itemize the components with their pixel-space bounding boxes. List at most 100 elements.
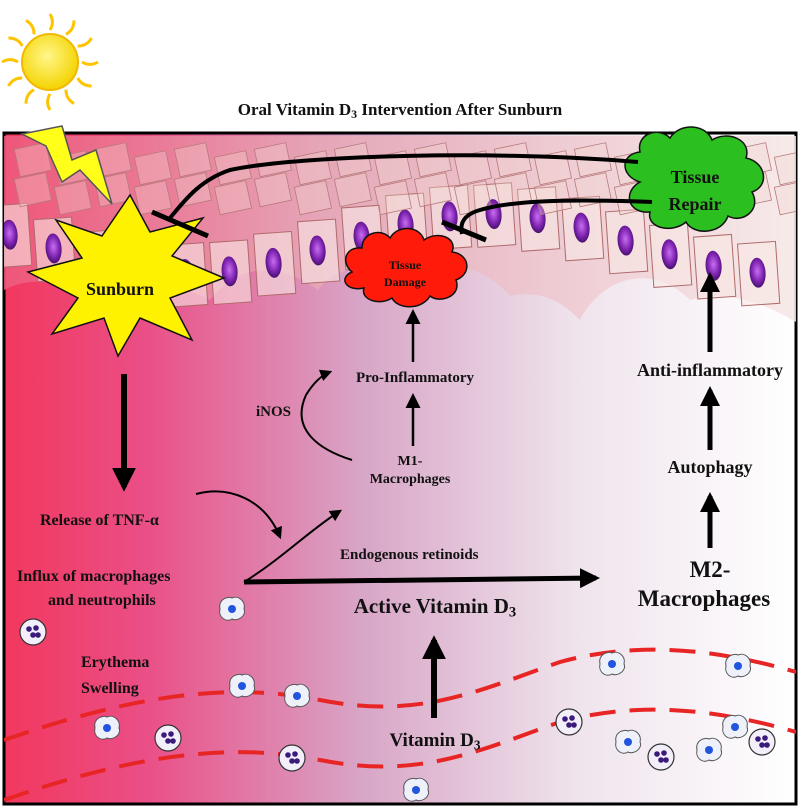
anti-inflammatory-label: Anti-inflammatory — [637, 360, 783, 380]
arrows — [112, 272, 720, 718]
skin-cell-upper — [173, 142, 212, 178]
active-vitamin-text: Active Vitamin D — [353, 594, 509, 618]
tissue-repair-label-1: Tissue — [670, 167, 720, 187]
skin-cell-upper — [533, 180, 572, 216]
skin-cell-upper — [493, 142, 532, 178]
skin-cell-upper — [773, 150, 796, 186]
skin-cell-upper — [13, 142, 52, 178]
macrophage-cell — [725, 653, 752, 678]
macrophage-cell — [599, 651, 626, 676]
skin-cell — [736, 240, 781, 307]
skin-cell-upper — [13, 172, 52, 208]
m1-label-2: Macrophages — [369, 472, 451, 487]
neutrophil-cell — [19, 618, 47, 646]
inhibit-bar-sunburn — [151, 209, 209, 239]
skin-cell-upper — [573, 172, 612, 208]
tissue-repair-cloud — [624, 126, 765, 232]
skin-cell — [604, 208, 649, 275]
macrophage-cell — [94, 715, 121, 740]
lightning-bolt-icon — [19, 125, 113, 205]
skin-cell — [560, 195, 605, 262]
skin-cell-upper — [333, 172, 372, 208]
macrophage-cell — [229, 673, 256, 698]
sun-ray — [25, 19, 36, 35]
sun-ray — [8, 36, 24, 47]
tissue-damage-label-2: Damage — [384, 275, 426, 289]
macrophage-cell — [403, 777, 430, 802]
blood-vessel — [4, 647, 796, 802]
title-rest: Intervention After Sunburn — [357, 100, 563, 119]
swelling-label: Swelling — [81, 680, 139, 697]
sun-ray — [64, 89, 75, 105]
sun-ray — [24, 88, 35, 104]
arrow-m1-to-inos — [300, 369, 353, 461]
neutrophil-cell — [154, 724, 182, 752]
tissue-damage-cloud — [344, 227, 468, 308]
autophagy-label: Autophagy — [667, 457, 753, 477]
vitamin-d3-label: Vitamin D3 — [350, 730, 520, 752]
neutrophil-cell — [748, 728, 776, 756]
skin-cell — [692, 233, 737, 300]
macrophage-cell — [219, 596, 246, 621]
tissue-repair-label-2: Repair — [668, 194, 722, 214]
tissue-damage-label-1: Tissue — [388, 258, 422, 272]
endogenous-retinoids-label: Endogenous retinoids — [340, 547, 479, 563]
macrophage-cell — [615, 729, 642, 754]
skin-cell-upper — [773, 180, 796, 216]
macrophage-cell — [722, 714, 749, 739]
inhibit-line-sunburn — [168, 153, 639, 220]
skin-cell-upper — [253, 142, 292, 178]
release-tnf-label: Release of TNF-α — [40, 512, 159, 529]
sun-ray — [77, 37, 93, 48]
skin-cell — [4, 202, 33, 269]
sunburn-label: Sunburn — [85, 279, 155, 299]
skin-cell-upper — [133, 150, 172, 186]
skin-cell-upper — [373, 180, 412, 216]
skin-cell-upper — [293, 180, 332, 216]
vitamin-text: Vitamin D — [389, 730, 474, 751]
arrow-tnf-to-branch — [195, 490, 282, 540]
skin-cell-upper — [413, 142, 452, 178]
skin-cell — [648, 222, 693, 288]
inhibit-bar-damage — [441, 219, 487, 243]
skin-cell — [296, 218, 341, 285]
skin-cell-upper — [253, 172, 292, 208]
m2-label-2: Macrophages — [637, 586, 771, 611]
skin-cell-upper — [373, 150, 412, 186]
sun-ray — [48, 13, 54, 31]
immune-cells — [19, 596, 776, 802]
sun-ray — [65, 20, 76, 36]
skin-cell-upper — [213, 180, 252, 216]
active-vitamin-sub: 3 — [508, 604, 517, 621]
neutrophil-cell — [647, 743, 675, 771]
title-sub: 3 — [351, 106, 358, 121]
skin-cell-upper — [53, 180, 92, 216]
neutrophil-cell — [555, 708, 583, 736]
sun-ray — [1, 58, 19, 64]
erythema-label: Erythema — [81, 654, 150, 671]
sunburn-burst — [25, 193, 227, 358]
skin-cell-upper — [413, 172, 452, 208]
inhibit-line-damage — [459, 198, 653, 235]
influx-label-2: and neutrophils — [48, 592, 156, 609]
diagram-title: Oral Vitamin D3 Intervention After Sunbu… — [150, 100, 650, 120]
neutrophil-cell — [278, 744, 306, 772]
sun-ray — [46, 93, 52, 111]
active-vitamin-d3-label: Active Vitamin D3 — [300, 594, 570, 621]
m1-label-1: M1- — [397, 454, 423, 469]
arrow-influx-to-m2 — [243, 568, 600, 589]
arrow-influx-to-m1 — [243, 509, 343, 583]
sun-ray — [76, 77, 92, 88]
skin-cell-upper — [133, 180, 172, 216]
inos-label: iNOS — [256, 404, 292, 420]
m2-label-1: M2- — [689, 557, 731, 582]
skin-cell — [208, 239, 253, 306]
vitamin-sub: 3 — [473, 737, 481, 753]
macrophage-cell — [284, 683, 311, 708]
sun-icon — [1, 13, 99, 111]
sun-ray — [7, 76, 23, 87]
sun-ray — [81, 60, 99, 66]
skin-cell — [252, 230, 297, 297]
macrophage-cell — [696, 737, 723, 762]
